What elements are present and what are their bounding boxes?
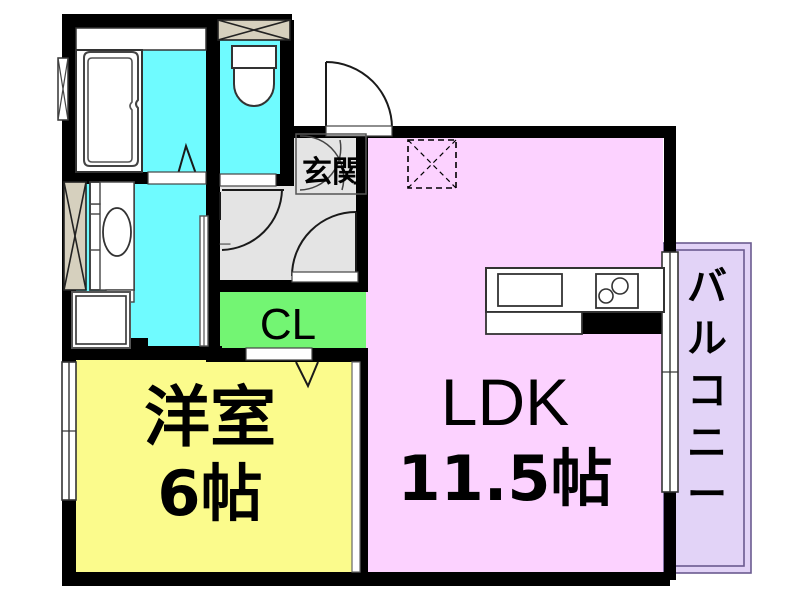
bath-door-threshold xyxy=(147,171,207,185)
wall-kitchen-base xyxy=(580,312,666,334)
kitchen-sink xyxy=(497,273,563,307)
wall-v-ldk-right-bottom xyxy=(664,490,676,580)
kitchen-counter-extension xyxy=(485,311,583,335)
wall-v-toilet-right xyxy=(280,20,294,186)
balcony-label: バ ル コ ニ ー xyxy=(687,264,727,518)
wall-v-hall-ldk xyxy=(356,200,368,292)
kitchen-stove xyxy=(595,273,639,309)
toilet-door-threshold xyxy=(219,173,277,187)
kitchen-counter[interactable] xyxy=(485,267,665,335)
toilet-window[interactable] xyxy=(217,19,291,41)
yoshitsu-ldk-divider[interactable] xyxy=(351,361,361,573)
room-yoshitsu[interactable] xyxy=(66,360,366,573)
bathtub[interactable] xyxy=(75,49,143,173)
yoshitsu-window-left[interactable] xyxy=(61,361,77,501)
closet-label: CL xyxy=(260,300,316,349)
yoshitsu-size-label: 6帖 xyxy=(157,457,262,530)
wall-v-mid-lower xyxy=(206,184,220,358)
aircon-outlet[interactable] xyxy=(407,139,457,189)
bath-door[interactable] xyxy=(177,142,197,175)
inner-outlines xyxy=(75,27,207,51)
bath-window[interactable] xyxy=(57,57,69,121)
washroom-sliding-door[interactable] xyxy=(199,215,209,347)
closet-door[interactable] xyxy=(245,347,319,389)
wall-v-genkan-right xyxy=(356,126,368,200)
balcony-char-0: バ xyxy=(687,264,727,310)
balcony-char-4: ー xyxy=(687,472,727,518)
doors xyxy=(219,61,393,283)
ldk-size-label: 11.5帖 xyxy=(398,442,613,515)
room-ldk[interactable] xyxy=(366,136,663,573)
washing-machine-space[interactable] xyxy=(71,291,131,349)
washroom-hall-door[interactable] xyxy=(219,189,284,251)
genkan-label: 玄関 xyxy=(302,155,362,190)
wall-h-ldk-top xyxy=(356,126,676,138)
entrance-door[interactable] xyxy=(325,61,393,137)
balcony-char-2: コ xyxy=(687,368,727,414)
wall-v-ldk-right-upper xyxy=(664,126,676,252)
room-closet[interactable] xyxy=(220,290,366,350)
room-fills xyxy=(66,26,752,574)
wall-h-hall-closet xyxy=(206,280,368,292)
ldk-balcony-door[interactable] xyxy=(661,251,679,493)
toilet-bowl[interactable] xyxy=(231,45,277,107)
balcony-char-3: ニ xyxy=(687,420,727,466)
balcony-char-1: ル xyxy=(687,316,727,362)
washbasin[interactable] xyxy=(89,181,135,291)
hall-door[interactable] xyxy=(291,211,359,283)
bath-ceiling-band xyxy=(75,27,207,51)
yoshitsu-label: 洋室 xyxy=(144,379,276,456)
wall-v-mid-upper xyxy=(206,14,220,186)
fixtures xyxy=(71,45,665,573)
windows xyxy=(57,19,679,501)
genkan-inner-door[interactable] xyxy=(295,133,367,195)
ldk-label: LDK xyxy=(441,365,569,439)
room-labels: LDK 11.5帖 洋室 6帖 CL 玄関 バ ル コ ニ ー xyxy=(144,155,727,530)
wall-left-outer-upper xyxy=(62,14,76,184)
washroom-window[interactable] xyxy=(63,181,87,291)
